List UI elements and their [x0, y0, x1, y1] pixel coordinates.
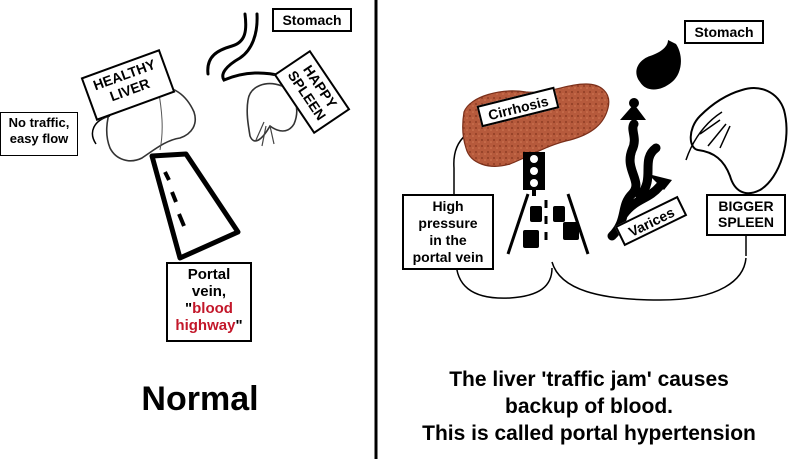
portal-vein-road — [149, 151, 241, 261]
normal-title: Normal — [141, 380, 259, 418]
right-stomach — [629, 40, 681, 108]
traffic-light — [523, 152, 545, 196]
bigger-spleen-label: BIGGER SPLEEN — [706, 194, 786, 236]
no-traffic-label: No traffic, easy flow — [0, 112, 78, 156]
high-pressure-label: High pressure in the portal vein — [402, 194, 494, 270]
portal-vein-label: Portal vein, "blood highway" — [166, 262, 252, 342]
caption-line-2: backup of blood. — [505, 395, 673, 418]
bottom-flow-loop — [551, 257, 747, 301]
portal-hypertension-caption: The liver 'traffic jam' causes backup of… — [382, 366, 796, 447]
caption-line-3: This is called portal hypertension — [422, 422, 756, 445]
varices-vessels — [607, 119, 665, 241]
jammed-road — [506, 193, 590, 255]
right-stomach-label: Stomach — [684, 20, 764, 44]
big-spleen-outline — [689, 87, 788, 195]
left-spleen-outline — [246, 82, 298, 142]
left-stomach-label: Stomach — [272, 8, 352, 32]
caption-line-1: The liver 'traffic jam' causes — [449, 368, 729, 391]
